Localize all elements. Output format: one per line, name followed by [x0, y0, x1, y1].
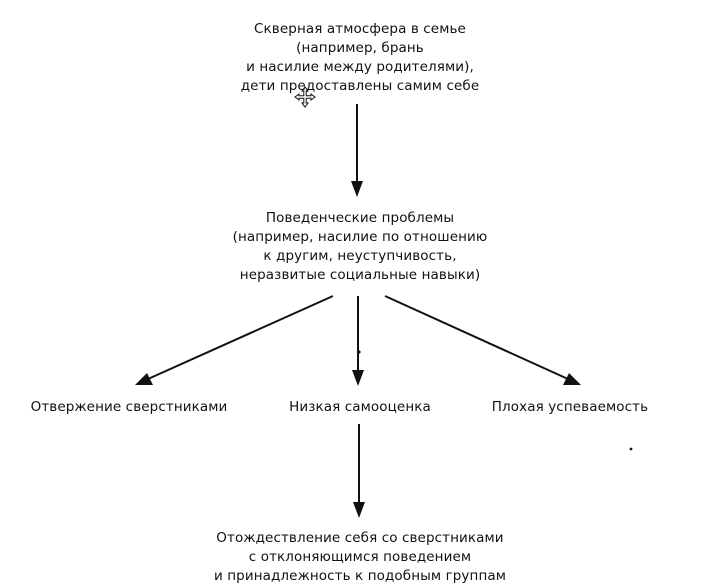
node-line: (например, брань [296, 40, 424, 56]
scan-speck [629, 447, 633, 451]
edge-middle-to-center [352, 296, 364, 386]
node-peer-rejection: Отвержение сверстниками [14, 398, 244, 417]
node-line: и насилие между родителями), [246, 59, 474, 75]
node-line: с отклоняющимся поведением [248, 549, 472, 565]
node-line: Низкая самооценка [289, 399, 431, 415]
node-line: (например, насилие по отношению [232, 229, 488, 245]
node-deviant-peer-identification: Отождествление себя со сверстниками с от… [150, 529, 570, 586]
node-line: Плохая успеваемость [491, 399, 649, 415]
node-line: неразвитые социальные навыки) [239, 267, 481, 283]
node-family-atmosphere: Скверная атмосфера в семье (например, бр… [175, 20, 545, 96]
node-line: дети предоставлены самим себе [240, 78, 480, 94]
node-line: Отождествление себя со сверстниками [216, 530, 504, 546]
move-cursor-icon [294, 86, 316, 108]
edge-top-to-middle [351, 104, 363, 197]
edge-middle-to-left [135, 295, 334, 385]
node-line: Скверная атмосфера в семье [254, 21, 466, 37]
node-low-self-esteem: Низкая самооценка [270, 398, 450, 417]
scan-speck [357, 350, 361, 354]
node-line: к другим, неуступчивость, [263, 248, 457, 264]
node-poor-performance: Плохая успеваемость [470, 398, 670, 417]
node-line: и принадлежность к подобным группам [213, 568, 507, 584]
edge-middle-to-right [384, 295, 581, 385]
node-behavior-problems: Поведенческие проблемы (например, насили… [160, 209, 560, 285]
edge-center-to-bottom [353, 424, 365, 518]
node-line: Поведенческие проблемы [265, 210, 455, 226]
node-line: Отвержение сверстниками [30, 399, 228, 415]
